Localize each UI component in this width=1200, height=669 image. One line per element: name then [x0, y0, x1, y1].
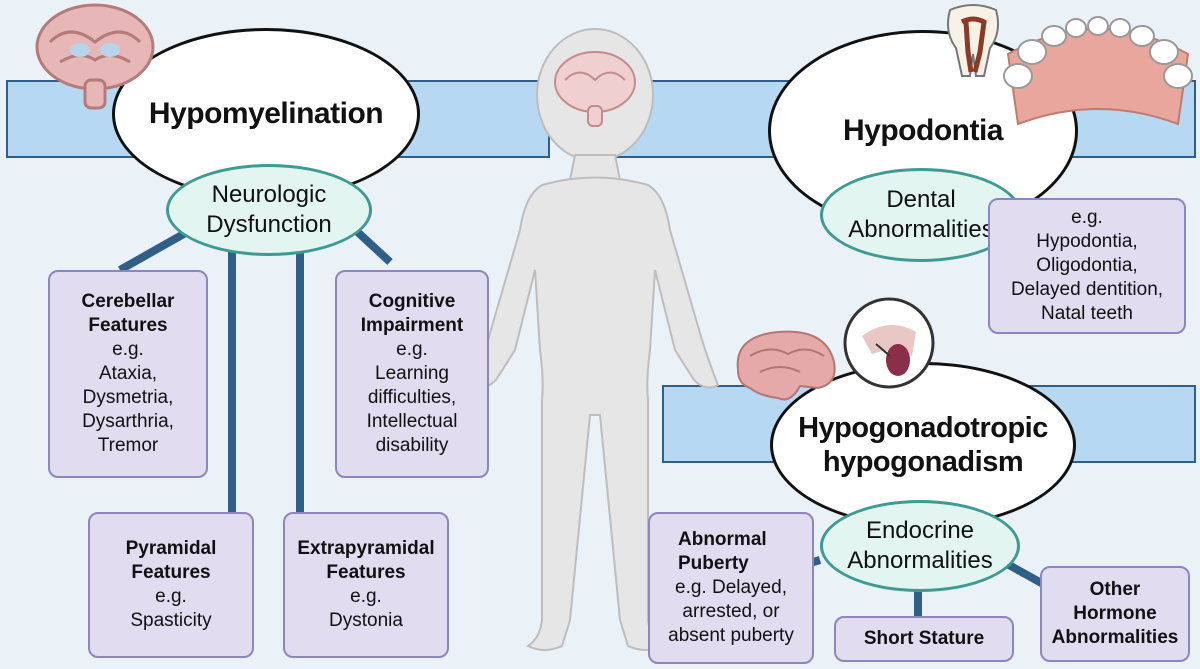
cerebellar-body: e.g. Ataxia, Dysmetria, Dysarthria, Trem… — [82, 339, 174, 456]
cognitive-impairment-box: Cognitive Impairment e.g. Learning diffi… — [335, 270, 489, 478]
child-body-silhouette-icon — [470, 28, 720, 651]
dental-arch-icon — [1003, 16, 1193, 126]
brain-coronal-section-icon — [35, 3, 155, 110]
pituitary-icon — [843, 297, 935, 389]
endocrine-subtitle-ellipse: Endocrine Abnormalities — [820, 500, 1020, 592]
pyramidal-features-box: Pyramidal Features e.g. Spasticity — [88, 512, 254, 658]
extrapyramidal-body: e.g. Dystonia — [329, 586, 403, 631]
cognitive-heading: Cognitive Impairment — [360, 291, 464, 336]
puberty-body: e.g. Delayed, arrested, or absent pubert… — [668, 577, 794, 646]
puberty-heading: Abnormal Puberty — [678, 529, 767, 574]
neuro-subtitle: Neurologic Dysfunction — [206, 181, 332, 238]
endocrine-title: Hypogonadotropic hypogonadism — [798, 412, 1048, 478]
pyramidal-heading: Pyramidal Features — [125, 538, 217, 583]
other-hormone-label: Other Hormone Abnormalities — [1051, 579, 1179, 648]
dental-examples-box: e.g. Hypodontia, Oligodontia, Delayed de… — [988, 198, 1186, 334]
dental-title: Hypodontia — [843, 114, 1004, 147]
abnormal-puberty-box: Abnormal Puberty e.g. Delayed, arrested,… — [648, 512, 814, 664]
short-stature-box: Short Stature — [834, 616, 1014, 662]
cerebellar-features-box: Cerebellar Features e.g. Ataxia, Dysmetr… — [48, 270, 208, 478]
endocrine-subtitle: Endocrine Abnormalities — [847, 517, 993, 574]
other-hormone-box: Other Hormone Abnormalities — [1040, 566, 1190, 662]
short-stature-label: Short Stature — [863, 628, 985, 649]
endocrine-title-ellipse: Hypogonadotropic hypogonadism — [770, 362, 1076, 528]
pyramidal-body: e.g. Spasticity — [130, 586, 212, 631]
neuro-subtitle-ellipse: Neurologic Dysfunction — [166, 164, 372, 256]
neuro-title: Hypomyelination — [148, 97, 384, 130]
extrapyramidal-heading: Extrapyramidal Features — [297, 538, 435, 583]
brain-sagittal-icon — [736, 330, 836, 401]
extrapyramidal-features-box: Extrapyramidal Features e.g. Dystonia — [283, 512, 449, 658]
dental-examples: e.g. Hypodontia, Oligodontia, Delayed de… — [1010, 207, 1164, 324]
dental-subtitle: Dental Abnormalities — [848, 186, 994, 243]
tooth-icon — [947, 4, 999, 77]
cognitive-body: e.g. Learning difficulties, Intellectual… — [366, 339, 458, 456]
cerebellar-heading: Cerebellar Features — [81, 291, 175, 336]
